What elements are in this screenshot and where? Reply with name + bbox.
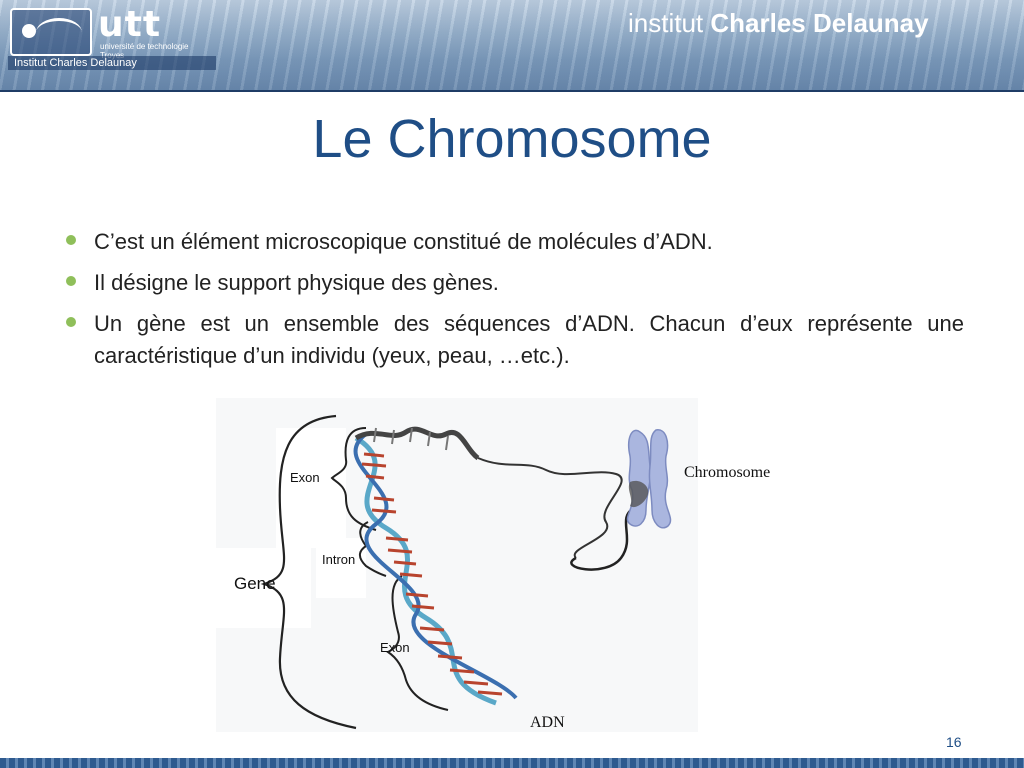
exon-brace-bottom-icon <box>386 575 449 711</box>
logo-strip: Institut Charles Delaunay <box>8 56 216 70</box>
intron-brace-icon <box>359 521 387 577</box>
gene-brace-icon <box>260 414 357 730</box>
bullet-item: Il désigne le support physique des gènes… <box>66 267 964 299</box>
bullet-item: C’est un élément microscopique constitué… <box>66 226 964 258</box>
helix-strand-b <box>353 432 518 700</box>
footer-bar <box>0 758 1024 768</box>
page-number: 16 <box>946 734 962 750</box>
helix-strand-a <box>354 435 497 706</box>
header-rule <box>0 90 1024 92</box>
slide-title: Le Chromosome <box>312 109 712 169</box>
helix-rungs <box>361 452 503 696</box>
chromosome-icon <box>626 429 672 529</box>
bullet-list: C’est un élément microscopique constitué… <box>66 226 964 381</box>
adn-label: ADN <box>530 714 565 731</box>
bullet-dot-icon <box>66 235 76 245</box>
dna-diagram: Exon Intron Gene Exon <box>216 398 698 732</box>
utt-logo-icon <box>10 8 92 56</box>
bullet-item: Un gène est un ensemble des séquences d’… <box>66 308 964 372</box>
institute-name: institut Charles Delaunay <box>628 8 929 38</box>
bullet-dot-icon <box>66 276 76 286</box>
header-banner: utt université de technologie Troyes Ins… <box>0 0 1024 92</box>
dna-illustration <box>216 414 672 730</box>
chromatin-coil <box>354 426 635 571</box>
gene-label: Gene <box>234 574 276 593</box>
exon-brace-icon <box>330 427 377 531</box>
bullet-dot-icon <box>66 317 76 327</box>
exon-top-label: Exon <box>290 470 320 485</box>
exon-bottom-label: Exon <box>380 640 410 655</box>
banner-background <box>0 0 1024 92</box>
logo-text: utt <box>98 4 162 45</box>
chromosome-label: Chromosome <box>684 464 771 481</box>
intron-label: Intron <box>322 552 356 567</box>
logo-subtitle: université de technologie Troyes <box>100 42 189 60</box>
